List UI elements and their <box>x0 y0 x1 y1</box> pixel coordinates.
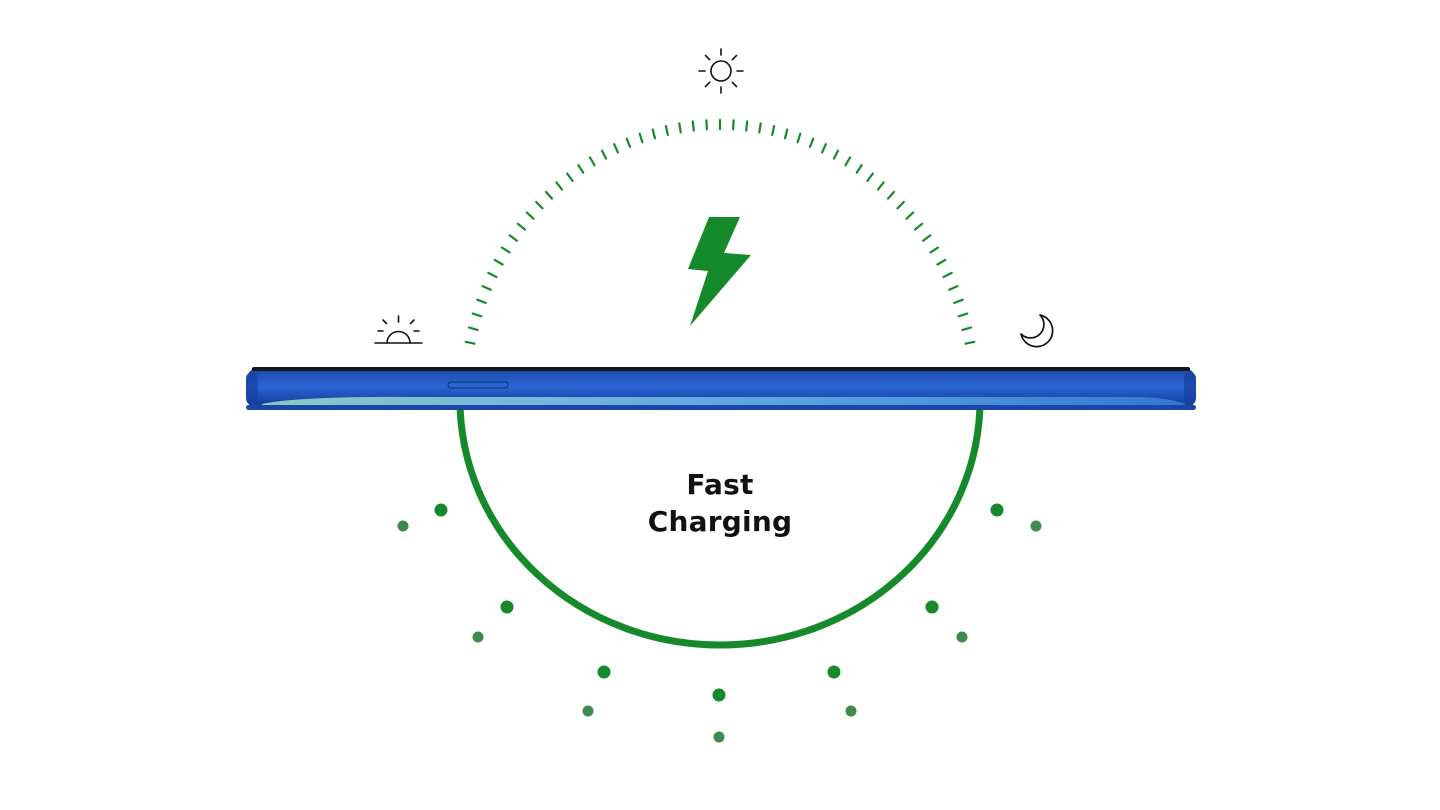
progress-tick <box>808 137 815 149</box>
sparkle-dot <box>827 665 841 679</box>
progress-tick <box>555 181 564 191</box>
progress-tick <box>796 132 802 144</box>
caption-line-2: Charging <box>647 505 793 538</box>
progress-tick <box>664 124 669 136</box>
sun-icon <box>698 48 744 94</box>
progress-tick <box>905 211 915 220</box>
lightning-bolt-icon <box>688 217 751 326</box>
progress-tick <box>921 234 932 242</box>
progress-tick <box>600 149 608 160</box>
progress-tick <box>758 122 762 134</box>
charging-progress-ticks <box>464 118 976 345</box>
progress-tick <box>896 200 905 210</box>
progress-tick <box>508 234 519 242</box>
progress-tick <box>745 120 749 132</box>
progress-tick <box>771 124 776 136</box>
progress-tick <box>886 190 896 200</box>
progress-tick <box>638 132 644 144</box>
progress-tick <box>588 156 596 167</box>
progress-tick <box>500 246 511 254</box>
progress-tick <box>953 298 964 304</box>
progress-tick <box>467 326 479 331</box>
phone-side-button <box>447 381 509 389</box>
progress-tick <box>948 285 959 291</box>
progress-tick <box>691 120 695 132</box>
progress-tick <box>613 143 620 154</box>
moon-icon <box>1020 314 1054 348</box>
sparkle-dot <box>1030 520 1042 532</box>
phone-side-view <box>246 367 1196 410</box>
progress-tick <box>866 172 874 182</box>
sparkle-dot <box>845 705 857 717</box>
progress-tick <box>544 190 554 200</box>
progress-tick <box>844 156 852 167</box>
progress-tick <box>577 164 585 174</box>
progress-tick <box>493 258 504 266</box>
progress-tick <box>705 119 709 131</box>
progress-tick <box>961 326 973 331</box>
sparkle-dot <box>990 503 1004 517</box>
progress-tick <box>481 285 492 291</box>
sparkle-dot <box>434 503 448 517</box>
progress-tick <box>929 246 940 254</box>
progress-tick <box>936 258 947 266</box>
progress-tick <box>942 271 953 279</box>
progress-tick <box>855 164 863 174</box>
progress-tick <box>625 137 632 149</box>
sparkle-dot <box>956 631 968 643</box>
progress-tick <box>820 143 827 154</box>
sparkle-dot <box>712 688 726 702</box>
progress-tick <box>832 149 840 160</box>
progress-tick <box>783 128 789 140</box>
progress-tick <box>964 340 976 345</box>
sparkle-dot <box>472 631 484 643</box>
caption-line-1: Fast <box>686 468 754 501</box>
progress-tick <box>471 312 483 318</box>
sparkle-dot <box>397 520 409 532</box>
progress-tick <box>476 298 487 304</box>
progress-tick <box>731 119 735 131</box>
progress-tick <box>516 222 527 231</box>
progress-tick <box>913 222 924 231</box>
sparkle-dot <box>597 665 611 679</box>
progress-tick <box>525 211 535 220</box>
fast-charging-caption: Fast Charging <box>560 466 880 540</box>
sparkle-dot <box>713 731 725 743</box>
progress-tick <box>651 128 657 140</box>
progress-tick <box>464 340 476 345</box>
progress-tick <box>535 200 544 210</box>
progress-tick <box>678 122 682 134</box>
progress-tick <box>876 181 885 191</box>
sparkle-dot <box>925 600 939 614</box>
sunrise-icon <box>374 315 423 344</box>
charging-sparkle-dots <box>397 503 1042 743</box>
charging-cradle-arc <box>456 396 984 649</box>
progress-tick <box>566 172 574 182</box>
progress-tick <box>957 312 969 318</box>
progress-tick <box>487 271 498 279</box>
sparkle-dot <box>582 705 594 717</box>
sparkle-dot <box>500 600 514 614</box>
